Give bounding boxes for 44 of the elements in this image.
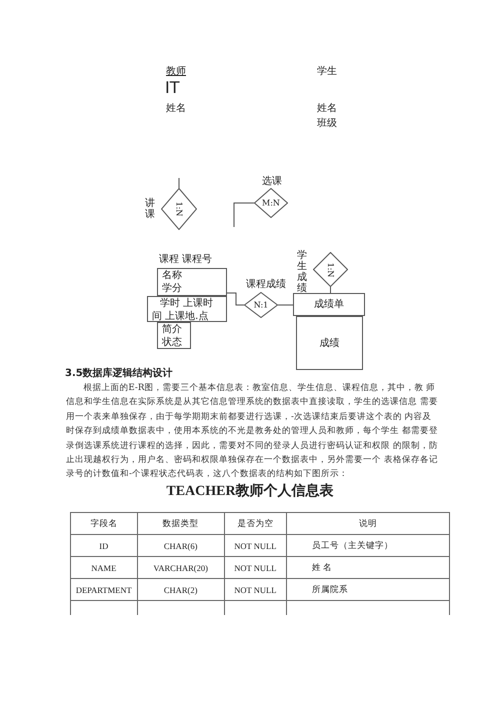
table-cell: VARCHAR(20)	[137, 556, 224, 578]
connector-line	[330, 286, 331, 294]
table-cell: CHAR(6)	[137, 534, 224, 556]
relationship-name: 选课	[262, 174, 282, 188]
table-cell: NOT NULL	[224, 578, 286, 600]
relationship-diamond: M:N	[254, 188, 288, 218]
attribute-name: 姓名	[166, 104, 186, 114]
header-cell: 字段名	[70, 512, 138, 534]
attribute-box: 学时 上课时间 上课地.点	[147, 296, 227, 322]
table-cell: 员工号（主关键字）	[286, 534, 450, 556]
entity-box: 成绩单	[293, 293, 365, 316]
attribute-name: 姓名	[317, 104, 337, 114]
relationship-diamond: 1:N	[313, 252, 348, 287]
table-cell: NOT NULL	[224, 556, 286, 578]
relationship-diamond: N:1	[244, 292, 278, 318]
attribute-name: IT	[165, 80, 180, 96]
entity-heading: 课程 课程号	[159, 253, 212, 266]
section-heading: 3.5数据库逻辑结构设计	[65, 366, 173, 380]
table-cell: 所属院系	[286, 578, 450, 600]
table-cell: NAME	[70, 556, 138, 578]
table-title: TEACHER教师个人信息表	[165, 482, 335, 500]
relationship-name: 讲课	[145, 198, 156, 220]
entity-box: 成绩	[296, 316, 363, 370]
table-cell: DEPARTMENT	[70, 578, 138, 600]
attribute-box: 简介状态	[157, 322, 191, 349]
relationship-name: 学生成绩	[297, 250, 308, 294]
table-cell: NOT NULL	[224, 534, 286, 556]
body-paragraph: 根据上面的E-R图，需要三个基本信息表：教室信息、学生信息、课程信息，其中，教 师信息和学生信息在实际系统是从其它信息管理系统的数据表中直接读取，学生的选课信息 需要用一个表来单独保存，由于每学期期末前都要进行选课，-次选课结束后要讲这个表的 内容及时保存到成绩单数据表中，使用本系统的不光是教务处的管理人员和教师，每个学生 都需要登录倒选课系统进行课程的选择，因此，需要对不同的登录人员进行密码认证和权限 的限制，防止出现越权行为，用户名、密码和权限单独保存在一个数据表中，另外需要一个 表格保存各记录号的计数值和-个课程状态代码表，这八个数据表的结构如下图所示：	[66, 382, 438, 482]
connector-line	[234, 202, 254, 228]
attribute-name: 班级	[317, 119, 337, 129]
entity-name: 学生	[317, 67, 337, 77]
connector-line	[278, 304, 294, 306]
attribute-list: 名称学分	[162, 269, 184, 295]
entity-name: 教师	[166, 67, 186, 77]
connector-line	[178, 178, 180, 188]
table-cell: CHAR(2)	[137, 578, 224, 600]
table-cell: ID	[70, 534, 138, 556]
header-cell: 说明	[286, 512, 450, 534]
connector-line	[226, 292, 244, 306]
relationship-name: 课程成绩	[246, 278, 286, 291]
relationship-diamond: 1:N	[161, 188, 197, 230]
table-cell: 姓 名	[286, 556, 450, 578]
header-cell: 是否为空	[224, 512, 286, 534]
header-cell: 数据类型	[137, 512, 224, 534]
